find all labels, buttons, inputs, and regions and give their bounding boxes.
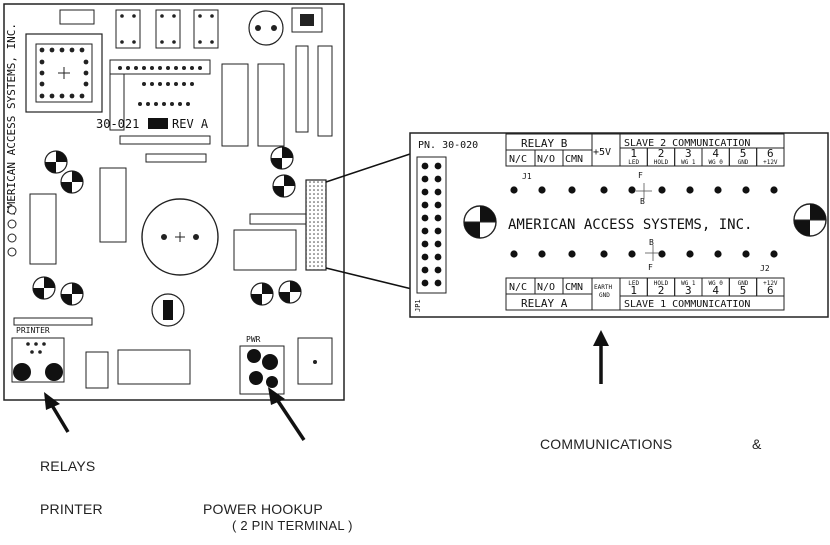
top-terminal-dots: [510, 186, 778, 194]
caption-communications: COMMUNICATIONS: [540, 436, 673, 452]
f-bot-label: F: [648, 263, 653, 272]
connector-line-top: [325, 151, 417, 183]
slave1-pin-number: 6: [767, 284, 774, 297]
slave1-pin-signal: WG 1: [681, 280, 696, 287]
plcc-socket: [25, 33, 103, 113]
board-pwr-label: PWR: [246, 335, 261, 344]
board-part-number: 30-021: [96, 117, 139, 131]
caption-printer: PRINTER: [40, 501, 103, 517]
slave2-pin-number: 5: [740, 147, 747, 160]
slave2-pin-number: 3: [685, 147, 692, 160]
slave2-pin-signal: LED: [628, 159, 639, 166]
arrow-communications: [593, 330, 609, 384]
jp1-pin-grid: [421, 162, 442, 287]
board-vendor-text: AMERICAN ACCESS SYSTEMS, INC.: [5, 23, 18, 215]
relay-a-col-cmn: CMN: [565, 282, 583, 293]
caption-relays: RELAYS: [40, 458, 96, 474]
slave1-label: SLAVE 1 COMMUNICATION: [624, 299, 750, 310]
circuit-board: AMERICAN ACCESS SYSTEMS, INC.: [3, 3, 345, 401]
relay-a-label: RELAY A: [521, 297, 568, 310]
arrow-printer: [44, 392, 70, 433]
slave2-pin-signal: GND: [738, 159, 749, 166]
caption-power-hookup: POWER HOOKUP: [203, 501, 323, 517]
relay-b-col-no: N/O: [537, 154, 555, 165]
bottom-terminal-dots: [510, 250, 778, 258]
slave2-pin-signal: +12V: [763, 159, 778, 166]
j1-label: J1: [522, 172, 532, 181]
plus5v-label: +5V: [593, 147, 611, 158]
earth-label: EARTH: [594, 284, 612, 291]
terminal-part-number: PN. 30-020: [418, 140, 478, 151]
slave1-pin-number: 2: [658, 284, 665, 297]
slave2-pin-number: 6: [767, 147, 774, 160]
caption-ampersand: &: [752, 436, 762, 452]
detail-mounting-mark-right: [793, 203, 827, 237]
f-top-label: F: [638, 171, 643, 180]
slave1-pin-number: 4: [712, 284, 719, 297]
j2-label: J2: [760, 264, 770, 273]
terminal-detail: PN. 30-020 JP1 RELAY B N/C N/O CMN +5V S…: [409, 132, 829, 318]
slave1-pin-signal: +12V: [763, 280, 778, 287]
relay-b-label: RELAY B: [521, 137, 568, 150]
detail-mounting-mark-left: [463, 205, 497, 239]
jp1-label: JP1: [414, 299, 422, 312]
b-top-label: B: [640, 197, 645, 206]
slave2-pin-signal: HOLD: [654, 159, 669, 166]
board-printer-label: PRINTER: [16, 326, 50, 335]
mounting-mark: [32, 146, 302, 306]
relay-a-col-nc: N/C: [509, 282, 527, 293]
slave2-pin-number: 1: [630, 147, 637, 160]
slave1-pin-signal: GND: [738, 280, 749, 287]
slave2-label: SLAVE 2 COMMUNICATION: [624, 138, 750, 149]
arrow-power: [268, 387, 306, 441]
board-revision: REV A: [172, 117, 209, 131]
slave2-pin-signal: WG 0: [708, 159, 723, 166]
slave2-pin-signal: WG 1: [681, 159, 696, 166]
slave1-pin-signal: WG 0: [708, 280, 723, 287]
connector-line-bottom: [325, 267, 417, 291]
slave1-pin-number: 3: [685, 284, 692, 297]
slave1-cell-6: [756, 277, 785, 297]
top-ic-row: [59, 9, 219, 49]
relay-a-col-no: N/O: [537, 282, 555, 293]
header-strips: [118, 66, 202, 106]
slave2-pin-number: 2: [658, 147, 665, 160]
relay-b-col-cmn: CMN: [565, 154, 583, 165]
terminal-vendor-text: AMERICAN ACCESS SYSTEMS, INC.: [508, 217, 752, 233]
slave2-cell-6: [756, 147, 785, 167]
caption-power-detail: ( 2 PIN TERMINAL ): [232, 518, 353, 533]
slave1-pin-number: 1: [630, 284, 637, 297]
slave1-pin-signal: LED: [628, 280, 639, 287]
slave1-pin-number: 5: [740, 284, 747, 297]
relay-b-col-nc: N/C: [509, 154, 527, 165]
gnd-label: GND: [599, 292, 610, 299]
slave2-pin-number: 4: [712, 147, 719, 160]
slave1-pin-signal: HOLD: [654, 280, 669, 287]
b-bot-label: B: [649, 238, 654, 247]
